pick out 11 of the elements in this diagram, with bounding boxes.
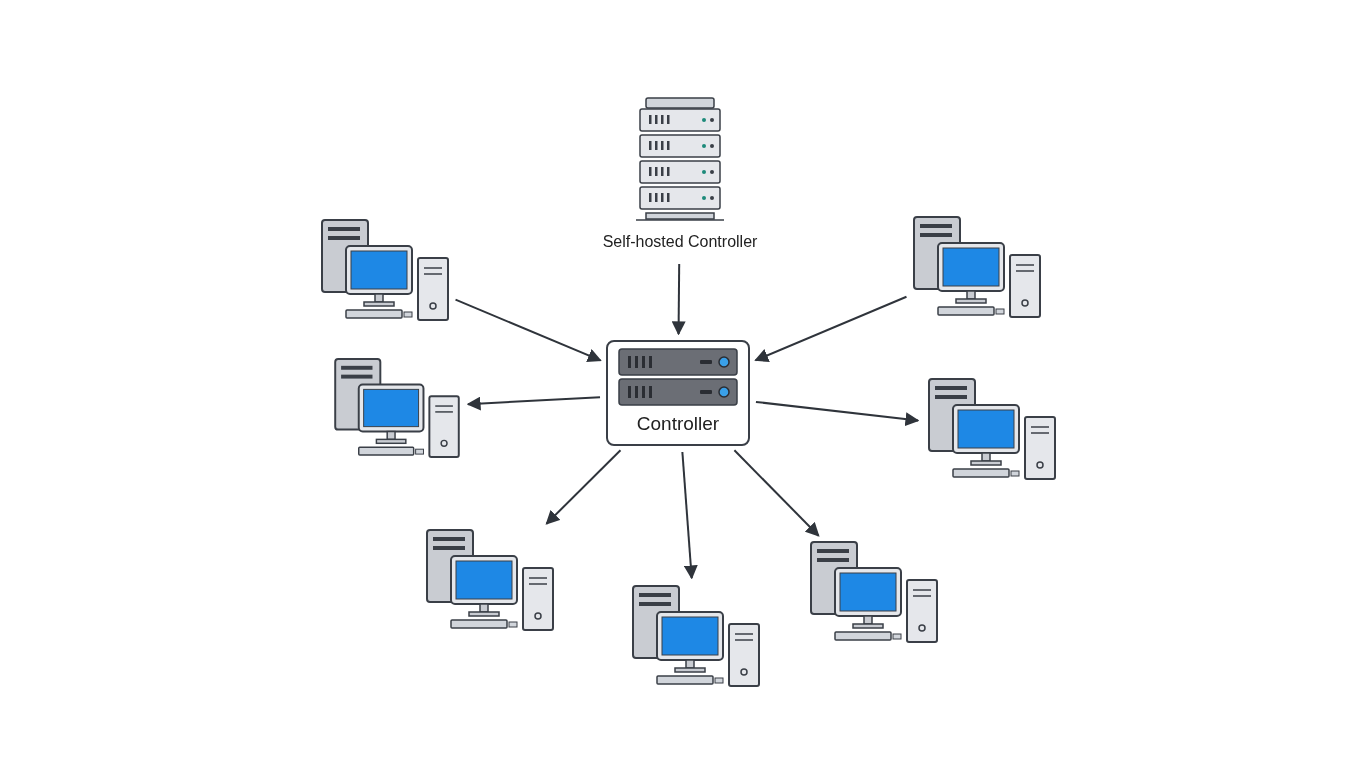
arrow	[454, 298, 602, 363]
node-label: Controller	[636, 411, 720, 436]
controller-box	[606, 340, 750, 446]
arrow	[545, 449, 622, 525]
arrow	[754, 295, 908, 362]
arrow	[466, 396, 601, 411]
arrow	[681, 451, 698, 580]
node-label: Self-hosted Controller	[602, 232, 758, 252]
arrow	[733, 449, 820, 537]
arrow	[754, 400, 920, 427]
arrow	[671, 263, 686, 336]
